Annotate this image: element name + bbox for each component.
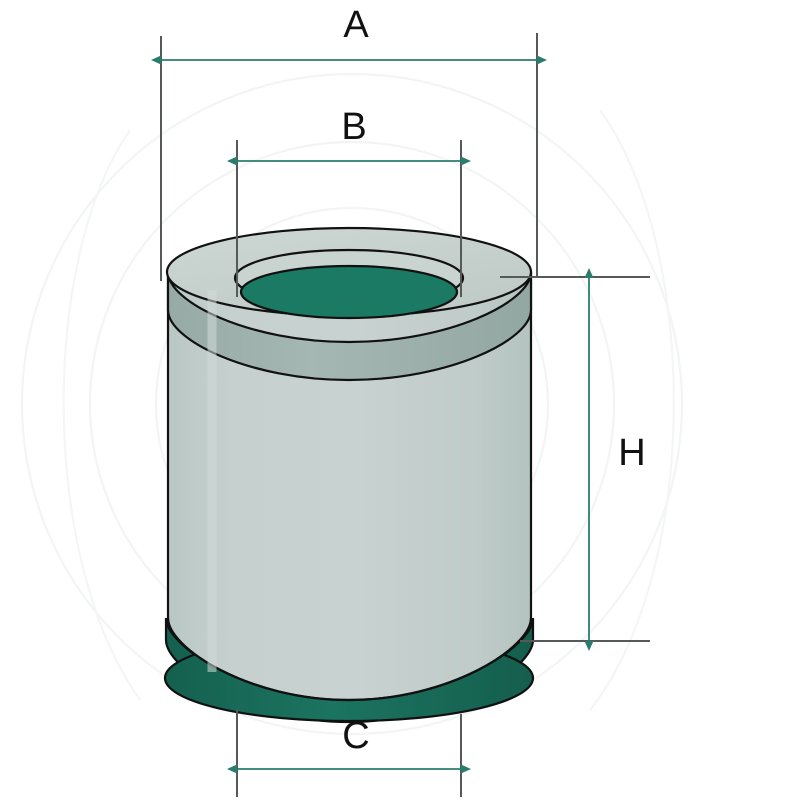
watermark-circle-outer (20, 72, 684, 736)
filter-element-illustration (163, 226, 535, 724)
dimension-b: B (227, 106, 471, 297)
dimension-h: H (500, 268, 650, 651)
collar-band (166, 271, 533, 382)
dimension-c: C (227, 709, 471, 797)
dimension-h-label: H (618, 432, 645, 474)
watermark-arc-left (62, 129, 141, 701)
dimension-a: A (151, 4, 547, 281)
dimension-c-label: C (342, 715, 369, 757)
dimension-b-label: B (341, 106, 366, 148)
inner-media-disc (239, 264, 459, 320)
dimension-a-label: A (343, 4, 369, 46)
body-bottom-edge (166, 617, 533, 702)
